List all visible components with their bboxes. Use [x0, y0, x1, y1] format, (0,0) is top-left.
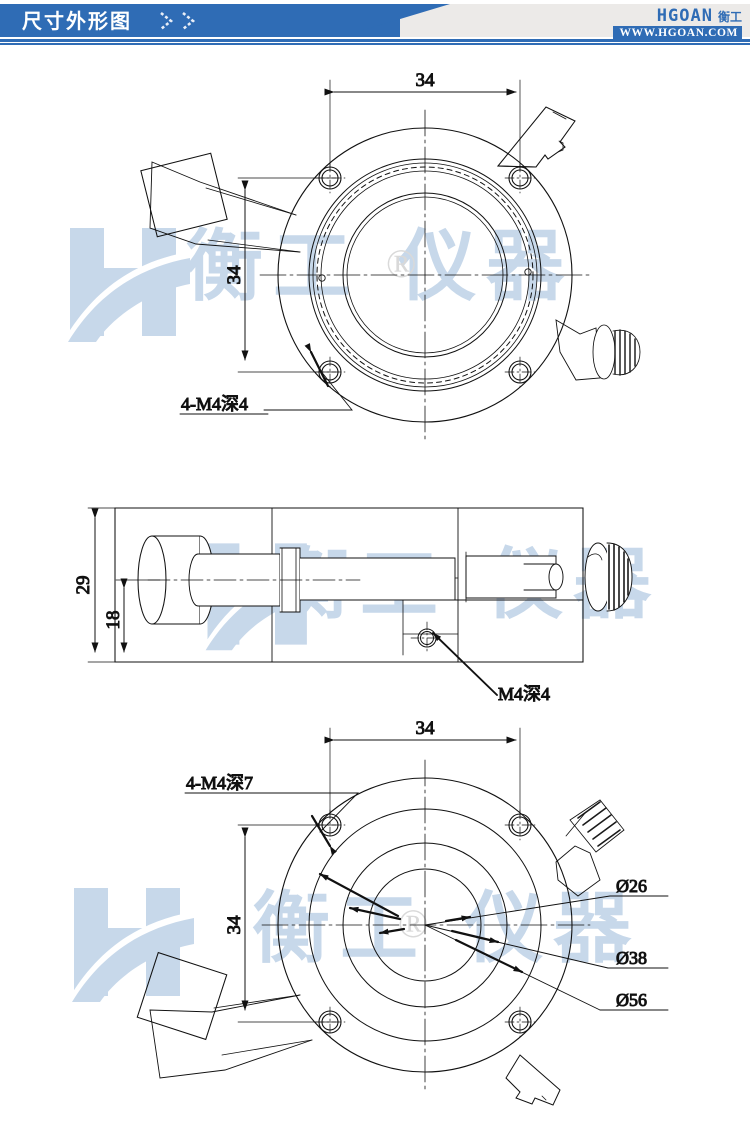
dimension-label-34-top: 34 — [416, 70, 436, 91]
dimension-label-29: 29 — [73, 576, 94, 595]
chevron-right-icon-1 — [160, 12, 174, 30]
brand-wordmark-cn: 衡工 — [717, 10, 742, 24]
diameter-label-56: Ø56 — [616, 990, 647, 1010]
note-label-4-m4-deep-7: 4-M4深7 — [186, 773, 253, 793]
dimension-label-18: 18 — [103, 611, 124, 630]
diameter-label-26: Ø26 — [616, 876, 647, 896]
brand-wordmark: HGOAN — [656, 6, 713, 26]
dimension-label-34-left: 34 — [224, 265, 245, 285]
brand-url: WWW.HGOAN.COM — [613, 26, 742, 42]
page-header: 尺寸外形图 HGOAN 衡工 WWW.HGOAN.COM — [0, 0, 750, 48]
note-label-4-m4-deep-4: 4-M4深4 — [181, 394, 248, 414]
drawing-side-view: 29 18 M4深4 — [73, 507, 633, 705]
header-blue-band — [0, 4, 400, 37]
header-rule-secondary — [0, 43, 750, 45]
drawing-bottom-view: 34 34 4-M4深7 Ø26 Ø38 Ø56 — [136, 718, 669, 1106]
diameter-label-38: Ø38 — [616, 948, 647, 968]
brand-logo-top: HGOAN 衡工 — [657, 6, 742, 25]
page-title: 尺寸外形图 — [22, 9, 132, 33]
note-label-m4-deep-4: M4深4 — [498, 684, 550, 704]
drawing-top-view: 34 34 4-M4深4 — [140, 70, 641, 443]
chevron-right-icon-2 — [182, 12, 196, 30]
brand-logo: HGOAN 衡工 WWW.HGOAN.COM — [562, 6, 742, 42]
dimension-label-34-top-3: 34 — [416, 718, 436, 739]
header-rule-primary — [0, 39, 750, 42]
dimension-label-34-left-3: 34 — [224, 915, 245, 935]
